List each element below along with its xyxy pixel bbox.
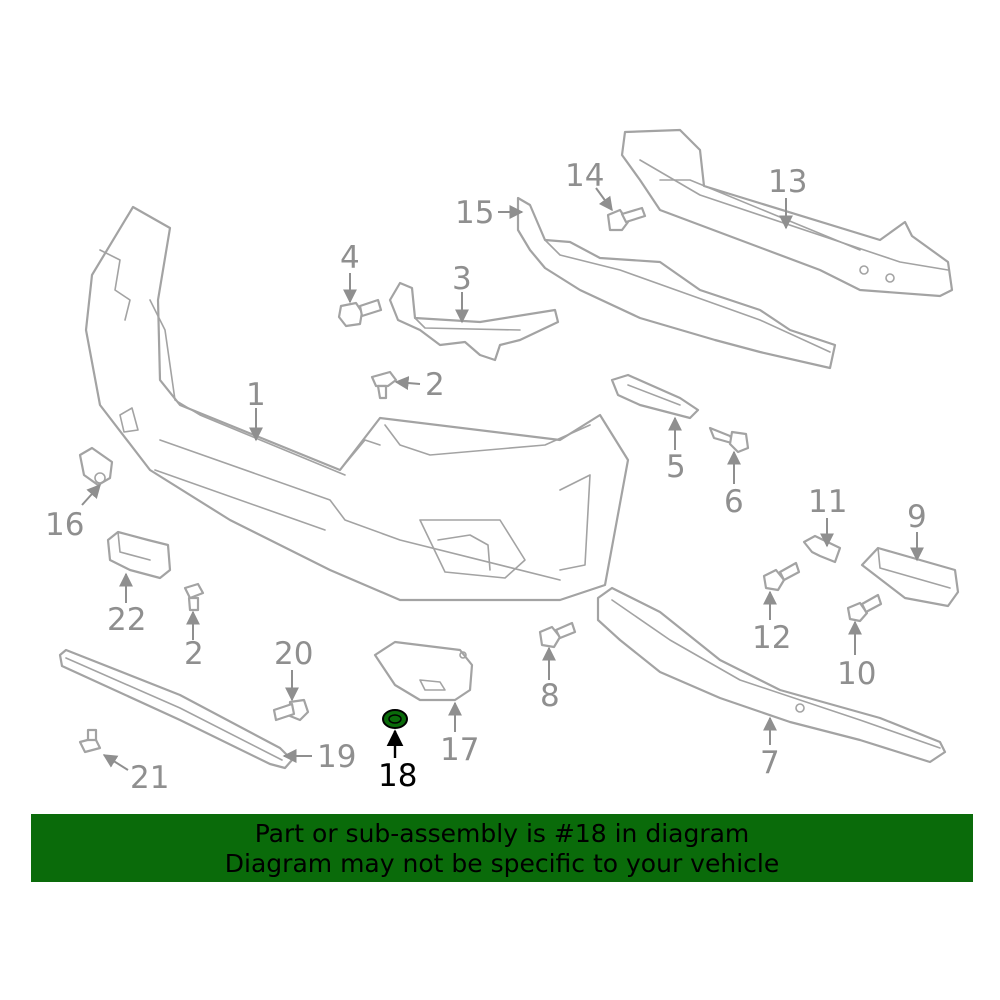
part-21-clip — [78, 728, 102, 754]
callout-22: 22 — [107, 602, 146, 638]
banner-line-2: Diagram may not be specific to your vehi… — [224, 849, 780, 878]
banner-line-1: Part or sub-assembly is #18 in diagram — [254, 819, 750, 848]
callout-19: 19 — [317, 739, 356, 775]
callout-16: 16 — [45, 507, 84, 543]
part-16-sensor-bracket — [78, 446, 114, 487]
callout-20: 20 — [274, 636, 313, 672]
callout-6: 6 — [724, 484, 744, 520]
callout-10: 10 — [837, 656, 876, 692]
callout-13: 13 — [768, 164, 807, 200]
callout-9: 9 — [907, 499, 927, 535]
callout-12: 12 — [752, 620, 791, 656]
part-18-body — [382, 709, 408, 729]
callout-1: 1 — [246, 377, 266, 413]
callout-4: 4 — [340, 240, 360, 276]
callout-18: 18 — [378, 758, 417, 794]
part-2-clip-lower — [183, 582, 205, 612]
part-19-strip — [58, 648, 294, 770]
callout-15: 15 — [455, 195, 494, 231]
part-15-absorber — [516, 196, 837, 370]
callout-2-upper: 2 — [425, 367, 445, 403]
info-banner: Part or sub-assembly is #18 in diagram D… — [31, 814, 973, 882]
part-10-bolt — [846, 593, 883, 623]
part-14-bolt — [606, 206, 647, 232]
callout-17: 17 — [440, 732, 479, 768]
part-5-bracket — [610, 373, 700, 420]
callout-2-lower: 2 — [184, 636, 204, 672]
callout-8: 8 — [540, 678, 560, 714]
part-7-lower-absorber — [596, 586, 947, 764]
callout-5: 5 — [666, 449, 686, 485]
part-2-clip-upper — [370, 370, 398, 400]
part-1-bumper-cover — [84, 205, 630, 602]
part-9-bracket — [860, 546, 960, 608]
part-3-bracket — [388, 281, 560, 362]
part-4-bolt — [337, 298, 383, 328]
callouts: 1 2 2 3 4 5 6 7 8 9 10 11 12 13 14 15 16 — [45, 158, 927, 796]
part-18-grommet — [382, 709, 408, 729]
part-12-bolt — [762, 561, 801, 592]
part-20-bolt — [272, 698, 310, 722]
callout-21: 21 — [130, 760, 169, 796]
part-22-sensor — [106, 530, 172, 580]
part-8-bolt — [538, 621, 577, 649]
callout-3: 3 — [452, 261, 472, 297]
part-11-clip — [802, 534, 842, 564]
callout-14: 14 — [565, 158, 604, 194]
callout-7: 7 — [760, 745, 780, 781]
part-17-trim-panel — [373, 640, 474, 702]
part-6-bolt — [708, 426, 750, 454]
callout-11: 11 — [808, 484, 847, 520]
